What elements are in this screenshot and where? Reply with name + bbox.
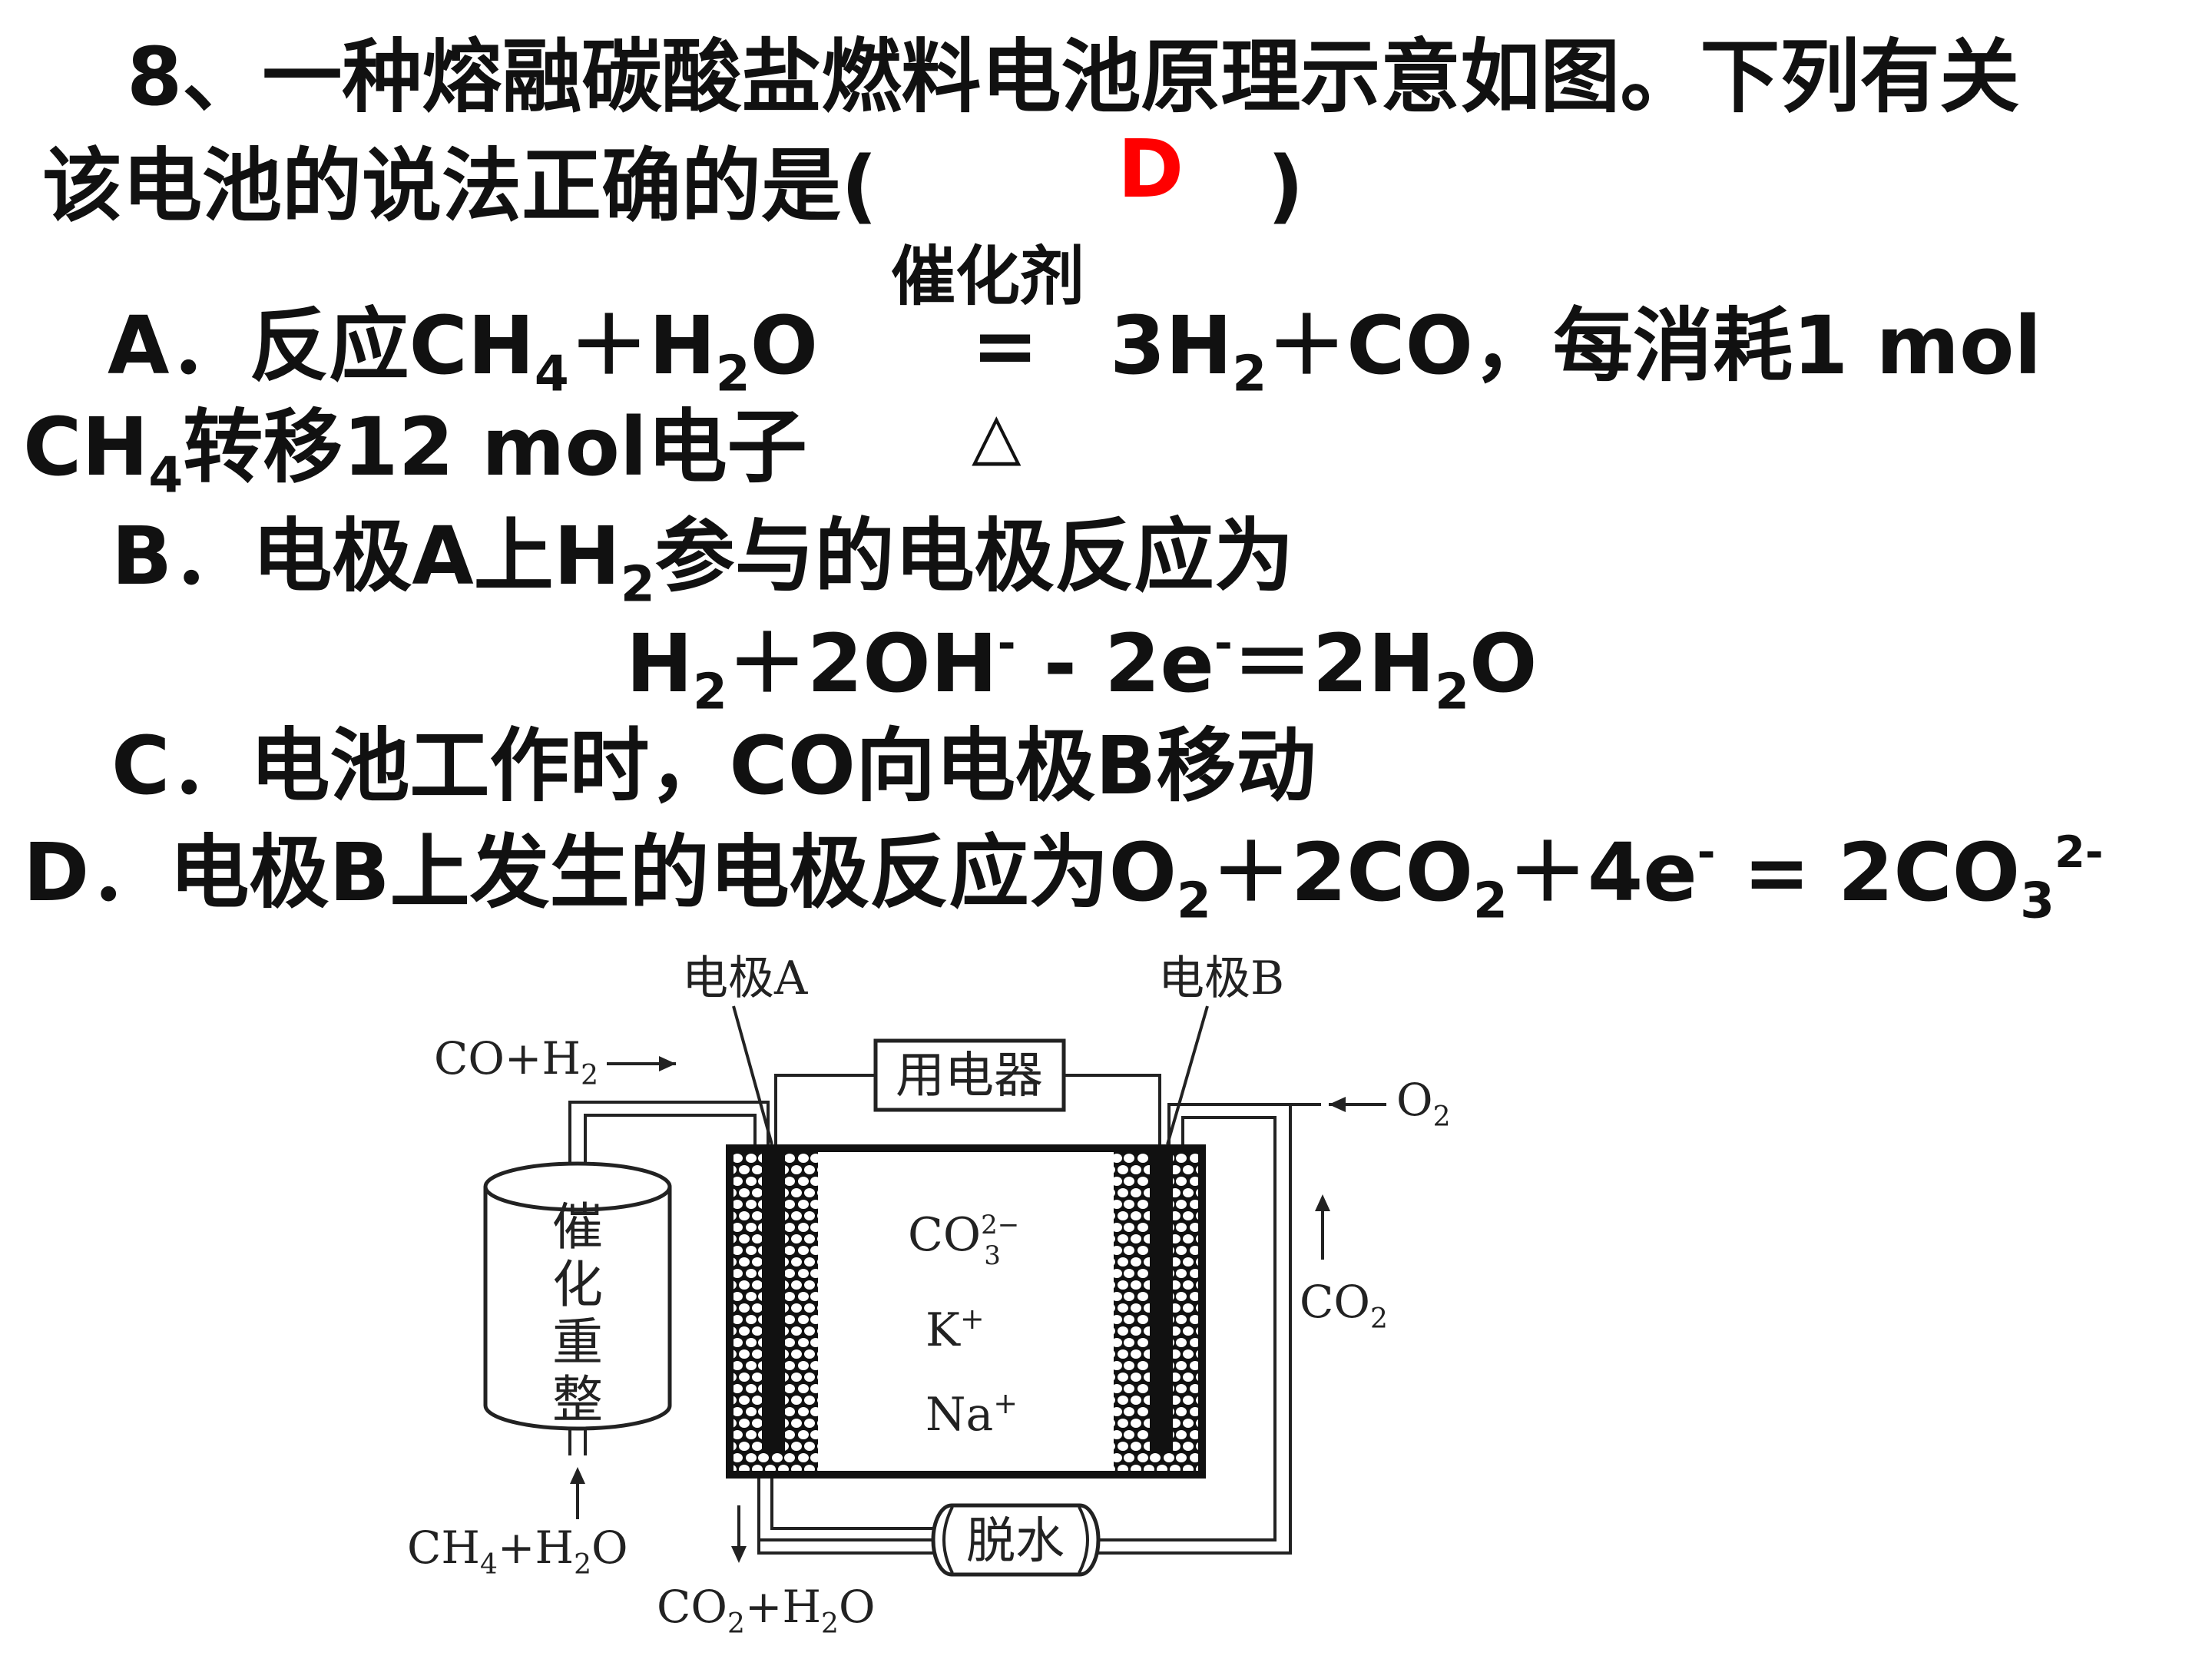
option-c-text: C．电池工作时，CO向电极B移动 — [111, 719, 1316, 813]
option-a-line2-sub: 4 — [148, 446, 184, 505]
ion-na: Na+ — [926, 1386, 1018, 1442]
option-d-sup1: - — [1697, 827, 1716, 878]
catalyst-label: 催化剂 — [891, 244, 1084, 309]
load-label: 用电器 — [896, 1048, 1043, 1104]
option-a-line2-ch: CH — [23, 400, 149, 494]
question-text-1: 8、一种熔融碳酸盐燃料电池原理示意如图。下列有关 — [127, 30, 2020, 124]
outlet-pipe-inner — [757, 1479, 941, 1541]
feed-up-arrowhead — [570, 1467, 585, 1484]
electrode-b-pointer — [1166, 1005, 1209, 1145]
o2-arrowhead — [1329, 1097, 1346, 1112]
co2-loop-inner — [1091, 1116, 1277, 1541]
option-d-mid3: = 2CO — [1715, 825, 2021, 919]
outlet-pipe-bottom — [757, 1540, 941, 1555]
option-a-label: A．反应 — [108, 299, 409, 392]
co-h2-arrowhead — [659, 1056, 676, 1071]
eq-sup1: - — [997, 618, 1016, 669]
eq-mid2: - 2e — [1015, 616, 1214, 710]
option-a-line-2: CH4转移12 mol电子 — [23, 407, 807, 501]
reformer-pipe-outer — [568, 1101, 770, 1164]
o2-pipe-outer — [1167, 1103, 1321, 1144]
option-d-mid1: ＋2CO — [1210, 825, 1473, 919]
reformer-char-3: 重 — [552, 1313, 603, 1372]
option-a-equals: = — [972, 306, 1038, 386]
load-wire-left — [774, 1074, 876, 1144]
option-d-sup3: 2- — [2055, 827, 2104, 878]
option-b-post: 参与的电极反应为 — [654, 509, 1294, 603]
option-d-sub1: 2 — [1177, 872, 1211, 930]
option-b-sub: 2 — [620, 555, 655, 614]
option-a-line2-tail: 转移12 mol电子 — [183, 400, 807, 494]
dehydrator-label: 脱水 — [966, 1513, 1065, 1570]
option-d-pre: D．电极B上发生的电极反应为O — [23, 825, 1177, 919]
electrode-a-plate — [762, 1152, 785, 1452]
option-a-ch: CH — [409, 299, 535, 392]
option-d: D．电极B上发生的电极反应为O2＋2CO2＋4e- = 2CO32- — [23, 830, 2104, 930]
o2-label: O2 — [1396, 1074, 1450, 1133]
option-a-3h: 3H — [1110, 299, 1233, 392]
load-box — [873, 1038, 1066, 1112]
question-line-1: 8、一种熔融碳酸盐燃料电池原理示意如图。下列有关 — [127, 37, 2019, 117]
dehydrator-capsule — [931, 1503, 1101, 1577]
answer-text: D — [1118, 122, 1184, 216]
heat-triangle: △ — [972, 398, 1022, 473]
load-wire-right — [1064, 1074, 1161, 1144]
eq-sub3: 2 — [1435, 663, 1469, 721]
ion-k: K+ — [926, 1302, 985, 1357]
outlet-label: CO2+H2O — [657, 1581, 876, 1640]
option-d-sub2: 2 — [1472, 872, 1508, 930]
option-a-line-1-right: 3H2＋CO，每消耗1 mol — [1110, 306, 2041, 399]
reformer-pipe-inner — [584, 1114, 757, 1164]
reformer-char-1: 催 — [552, 1197, 603, 1257]
eq-h-sub: 2 — [693, 663, 727, 721]
option-d-mid2: ＋4e — [1507, 825, 1697, 919]
outlet-down-arrowhead — [731, 1546, 747, 1563]
option-d-sub3: 3 — [2020, 872, 2055, 930]
question-text-2: 该电池的说法正确的是( — [42, 139, 878, 233]
close-paren: ) — [1267, 139, 1304, 233]
option-a-3h-sub: 2 — [1232, 345, 1267, 403]
co-h2-label: CO+H2 — [434, 1032, 598, 1091]
dehydrator-right-cap — [1078, 1506, 1089, 1574]
reformer-char-2: 化 — [552, 1255, 603, 1314]
option-c: C．电池工作时，CO向电极B移动 — [111, 726, 1316, 806]
eq-mid3: ＝2H — [1232, 616, 1435, 710]
reformer-char-4: 整 — [552, 1370, 603, 1429]
option-b-equation: H2＋2OH- - 2e-＝2H2O — [626, 621, 1537, 721]
question-line-2: 该电池的说法正确的是( — [42, 146, 878, 226]
option-a-ch-sub: 4 — [534, 345, 569, 403]
eq-sup2: - — [1214, 618, 1233, 669]
option-a-o: O — [750, 299, 819, 392]
eq-mid: ＋2OH — [727, 616, 998, 710]
electrode-a-label: 电极A — [682, 952, 808, 1005]
equals-sign: = — [972, 299, 1039, 392]
option-a-h-sub: 2 — [715, 345, 750, 403]
electrode-a-pointer — [732, 1005, 773, 1145]
eq-end: O — [1469, 616, 1538, 710]
electrode-b-plate — [1150, 1152, 1173, 1452]
option-a-plus-h: ＋H — [568, 299, 716, 392]
ion-co3: CO2−3 — [908, 1208, 1019, 1271]
answer-letter: D — [1118, 129, 1184, 209]
reformer-cylinder — [483, 1161, 672, 1431]
co2-recycle-label: CO2 — [1300, 1276, 1388, 1335]
option-a-tail: ＋CO，每消耗1 mol — [1267, 299, 2042, 392]
co2-up-arrowhead — [1315, 1194, 1330, 1211]
eq-h: H — [626, 616, 694, 710]
option-b-line-1: B．电极A上H2参与的电极反应为 — [111, 516, 1294, 610]
option-b-pre: B．电极A上H — [111, 509, 621, 603]
electrode-b-label: 电极B — [1158, 952, 1284, 1005]
feed-label: CH4+H2O — [407, 1522, 628, 1581]
dehydrator-left-cap — [942, 1506, 954, 1574]
co2-loop-outer — [1091, 1104, 1292, 1555]
option-a-line-1: A．反应CH4＋H2O — [108, 306, 818, 399]
question-close-paren: ) — [1267, 146, 1304, 226]
outlet-pipe-top — [770, 1479, 941, 1530]
catalyst-text: 催化剂 — [891, 239, 1085, 314]
heat-symbol: △ — [972, 403, 1022, 468]
